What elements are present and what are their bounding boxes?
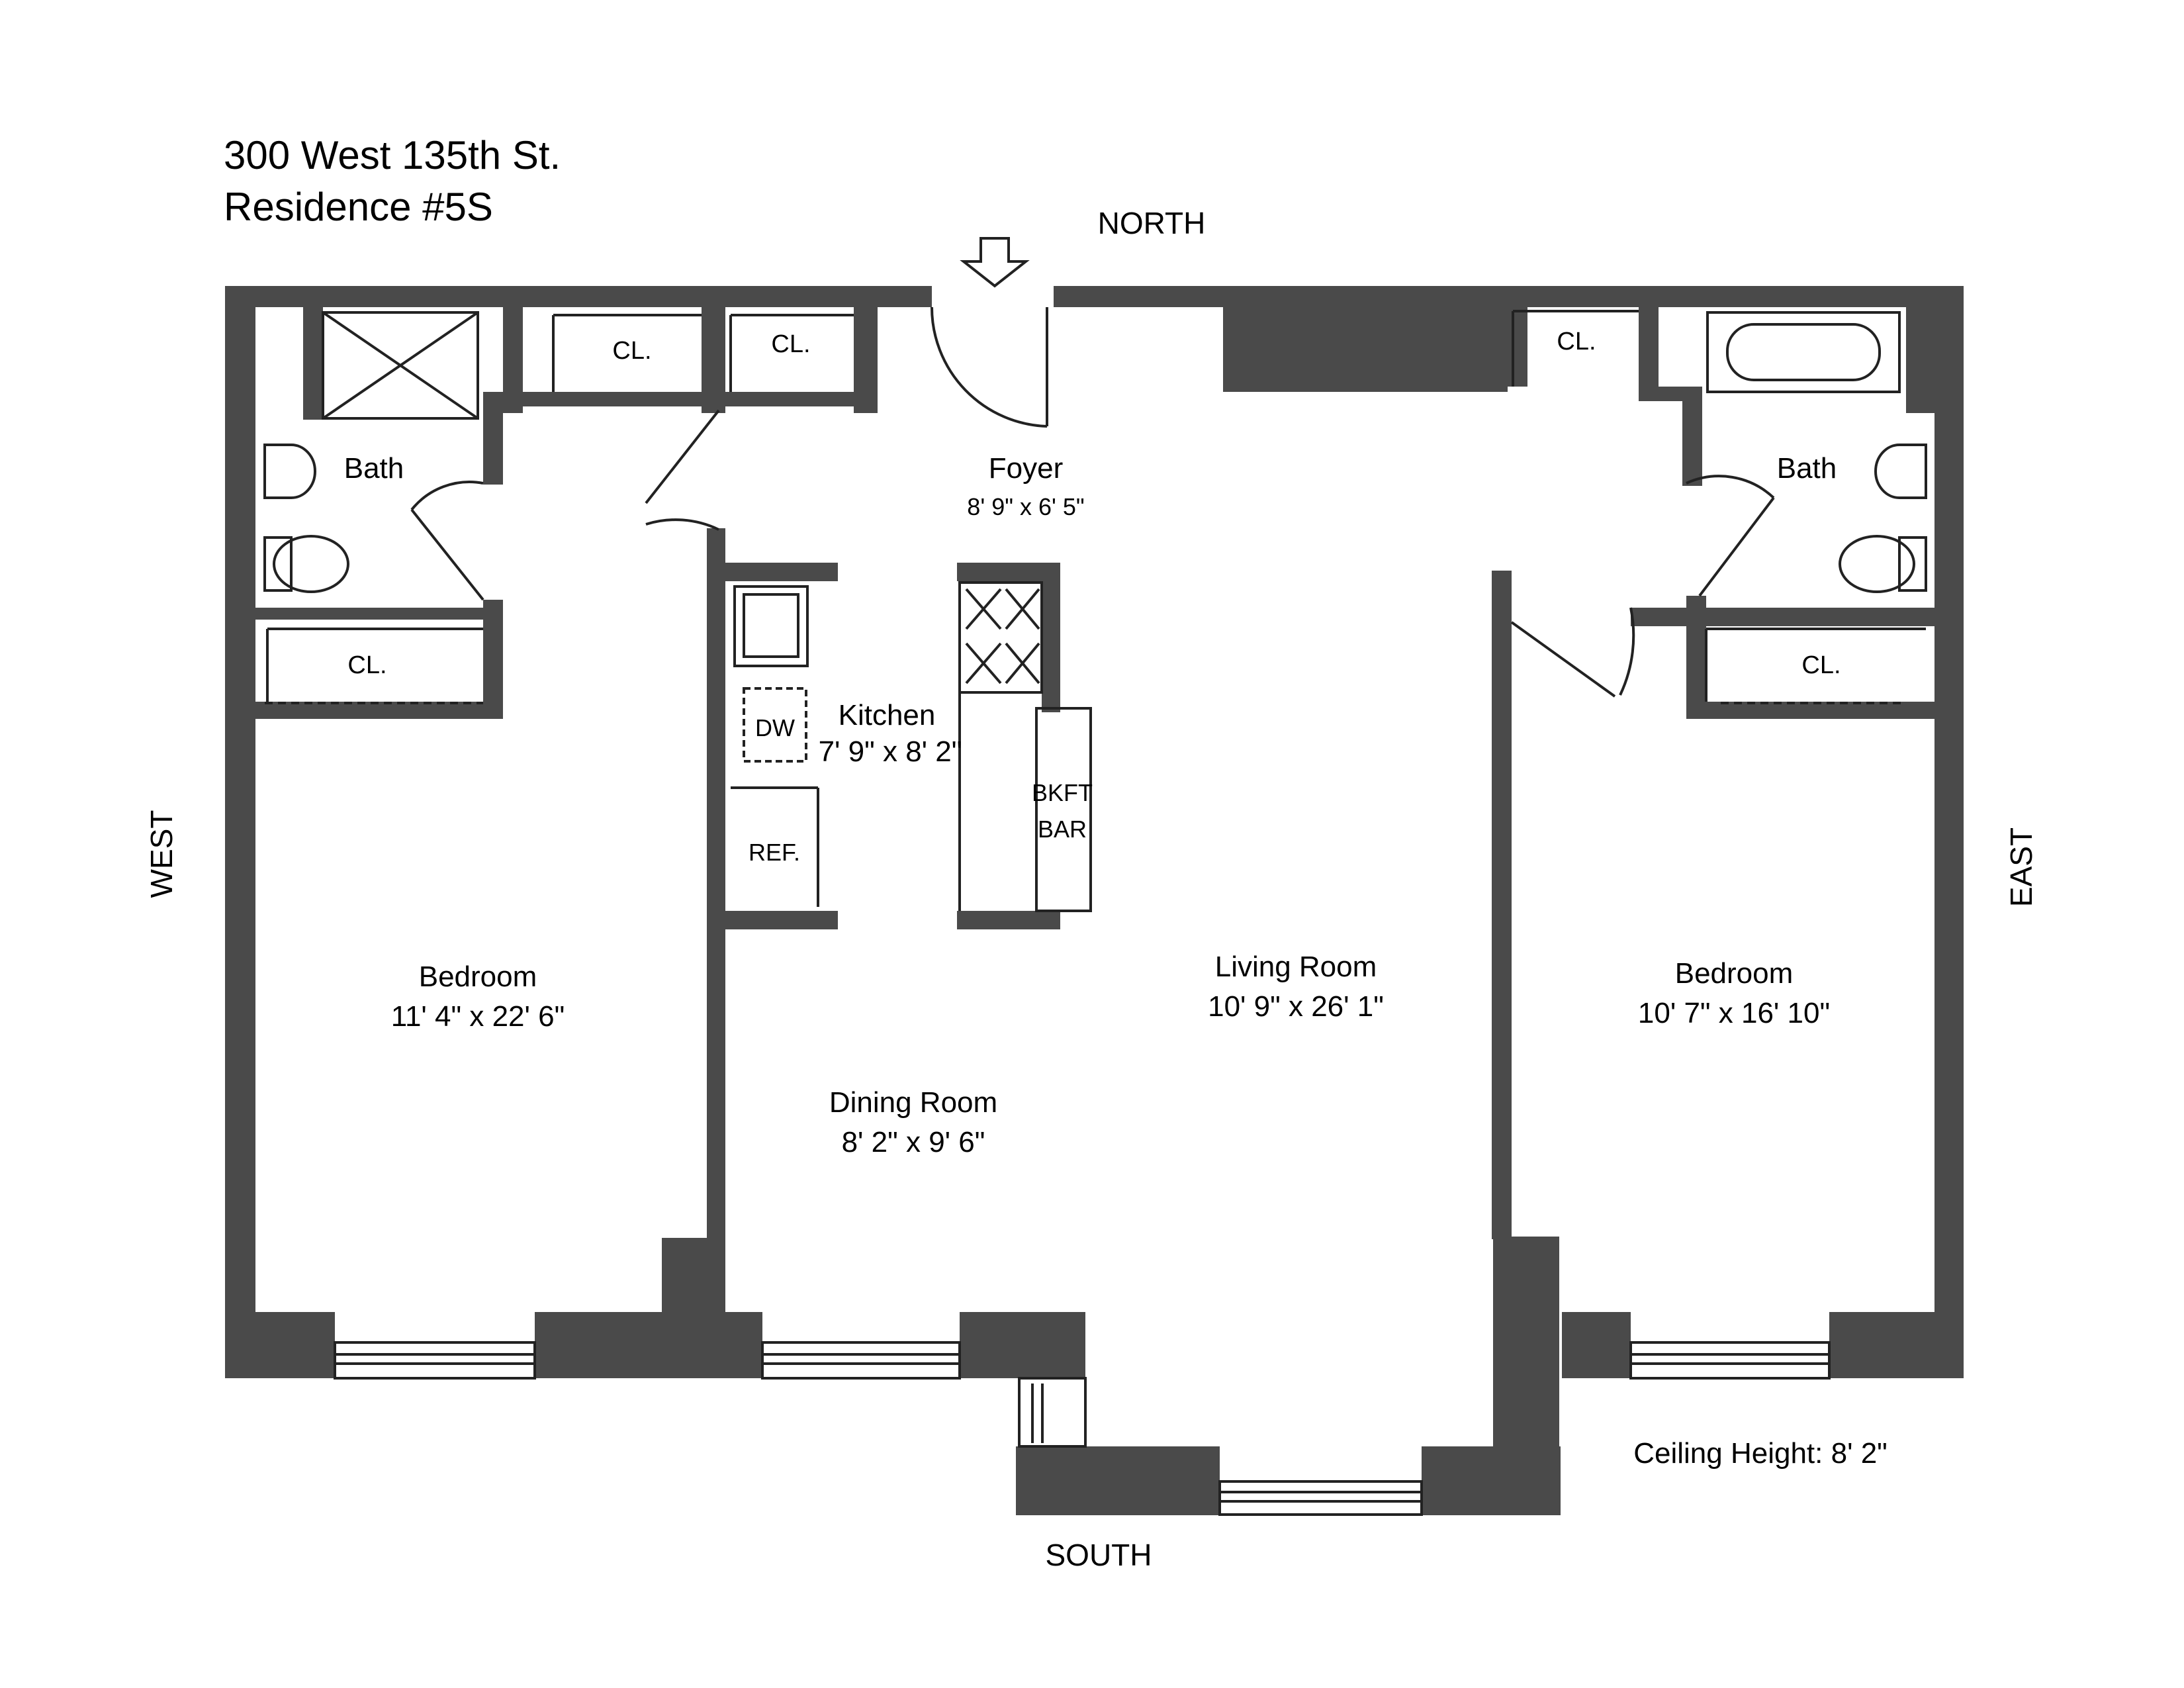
walls bbox=[225, 286, 1964, 1515]
plan-linework bbox=[263, 237, 1927, 1516]
living-room-label: Living Room bbox=[1215, 951, 1377, 983]
refrigerator-label: REF. bbox=[749, 839, 800, 866]
closet-label-west-bedroom: CL. bbox=[347, 651, 387, 679]
east-bedroom-dims: 10' 7" x 16' 10" bbox=[1638, 997, 1830, 1029]
entry-door bbox=[931, 306, 1048, 428]
closet-label-top-right: CL. bbox=[1557, 328, 1596, 355]
ceiling-height-note: Ceiling Height: 8' 2" bbox=[1633, 1437, 1888, 1470]
foyer-label: Foyer bbox=[989, 452, 1063, 485]
south-windows bbox=[334, 1341, 1831, 1516]
compass-west: WEST bbox=[144, 810, 179, 898]
east-bath-label: Bath bbox=[1777, 452, 1837, 485]
residence-title: Residence #5S bbox=[224, 185, 493, 229]
compass-east: EAST bbox=[2004, 827, 2038, 907]
dishwasher-label: DW bbox=[755, 714, 795, 741]
address-title: 300 West 135th St. bbox=[224, 133, 561, 177]
west-bedroom-dims: 11' 4" x 22' 6" bbox=[391, 1000, 565, 1033]
closet-label-east-bedroom: CL. bbox=[1801, 651, 1841, 679]
kitchen-fixtures bbox=[731, 581, 1092, 912]
compass-north: NORTH bbox=[1098, 206, 1206, 240]
kitchen-dims: 7' 9" x 8' 2" bbox=[819, 735, 962, 768]
dining-room-label: Dining Room bbox=[829, 1086, 997, 1119]
east-bath-fixtures bbox=[1706, 311, 1927, 593]
west-bath-label: Bath bbox=[344, 452, 404, 485]
west-bath-fixtures bbox=[263, 311, 479, 593]
breakfast-bar-label-line1: BKFT bbox=[1032, 779, 1093, 806]
entry-arrow-icon bbox=[960, 237, 1030, 288]
compass-south: SOUTH bbox=[1046, 1538, 1152, 1572]
breakfast-bar-label-line2: BAR bbox=[1038, 816, 1087, 843]
closet-linework bbox=[265, 310, 1926, 704]
east-bedroom-label: Bedroom bbox=[1675, 957, 1794, 990]
living-room-dims: 10' 9" x 26' 1" bbox=[1208, 990, 1384, 1023]
closet-label-top-left: CL. bbox=[612, 337, 651, 365]
foyer-dims: 8' 9" x 6' 5" bbox=[967, 493, 1084, 520]
closet-label-top-middle: CL. bbox=[771, 330, 810, 358]
west-bedroom-label: Bedroom bbox=[419, 961, 537, 993]
dining-room-dims: 8' 2" x 9' 6" bbox=[842, 1126, 985, 1158]
labels: 300 West 135th St. Residence #5S NORTH S… bbox=[144, 133, 2038, 1572]
kitchen-label: Kitchen bbox=[839, 699, 936, 731]
